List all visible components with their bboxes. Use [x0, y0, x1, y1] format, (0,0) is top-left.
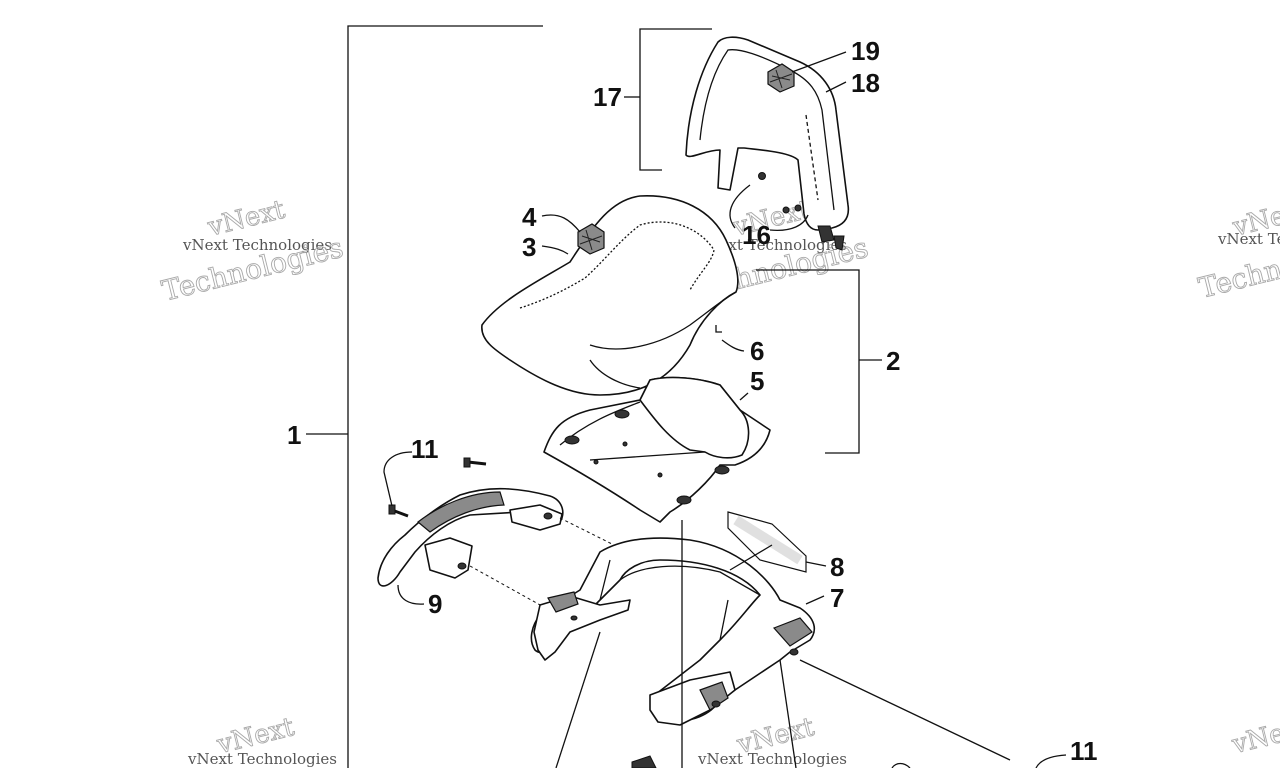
leader-19	[791, 51, 847, 73]
callout-11-upper: 11	[411, 434, 439, 464]
callout-4: 4	[522, 202, 537, 232]
decal-8-part	[727, 511, 807, 573]
leader-4	[541, 214, 581, 233]
leader-18	[825, 81, 847, 93]
bracket-assembly-1	[306, 25, 543, 768]
leader-9	[397, 584, 425, 605]
watermark-line2: vNext Technologies	[182, 236, 332, 254]
guide-diagonal-right	[799, 659, 1011, 761]
screw-11a-icon	[463, 457, 487, 468]
watermark-left-top: vNext vNext Technologies Technologies	[158, 194, 347, 308]
leader-5	[739, 392, 749, 401]
bracket-bottom-fragment	[631, 755, 657, 768]
backrest-part	[685, 36, 850, 251]
seat-base-part	[543, 376, 771, 523]
leader-3	[541, 245, 569, 255]
seat-part	[481, 195, 739, 396]
bracket-backrest-17	[624, 28, 712, 171]
leader-11a	[383, 451, 413, 507]
callout-9: 9	[428, 589, 442, 619]
callout-7: 7	[830, 583, 844, 613]
callout-11-lower: 11	[1070, 736, 1098, 766]
leader-6	[721, 339, 745, 352]
frame-carrier-part	[530, 537, 816, 726]
clip-6-icon	[715, 325, 722, 333]
callout-18: 18	[851, 68, 880, 98]
screw-11b-icon	[388, 504, 409, 518]
watermark-right-top: vNext vNext Technologies Technologies	[1195, 194, 1280, 305]
callout-16: 16	[742, 220, 771, 250]
leader-7	[805, 595, 825, 605]
callout-19: 19	[851, 36, 880, 66]
dash-guide-1	[559, 517, 621, 549]
leader-8	[805, 561, 827, 567]
fragment-bottom-right	[891, 762, 911, 768]
callout-1: 1	[287, 420, 301, 450]
leader-8a	[729, 544, 773, 571]
grab-handle-part	[377, 487, 564, 605]
watermark-line2: vNext Technologies	[1217, 230, 1280, 248]
guide-diagonal-mid	[779, 659, 797, 768]
watermark-right-bottom: vNext	[1228, 712, 1280, 761]
watermark-left-bottom: vNext vNext Technologies	[187, 712, 337, 768]
watermark-line2: vNext Technologies	[697, 750, 847, 768]
callout-17: 17	[593, 82, 622, 112]
leader-11b	[1035, 754, 1067, 768]
guide-diagonal-left	[555, 631, 601, 768]
callout-5: 5	[750, 366, 764, 396]
logo-emblem-4-icon	[577, 223, 605, 255]
watermark-line1: vNext	[1228, 712, 1280, 760]
watermark-center-bottom: vNext vNext Technologies	[697, 712, 847, 768]
callout-6: 6	[750, 336, 764, 366]
fastener-16-icon	[729, 184, 809, 231]
callout-2: 2	[886, 346, 900, 376]
watermark-line2: vNext Technologies	[697, 236, 847, 254]
bracket-seat-2	[756, 269, 882, 454]
watermark-line2: vNext Technologies	[187, 750, 337, 768]
callout-8: 8	[830, 552, 844, 582]
callout-3: 3	[522, 232, 536, 262]
logo-emblem-19-icon	[767, 63, 795, 93]
